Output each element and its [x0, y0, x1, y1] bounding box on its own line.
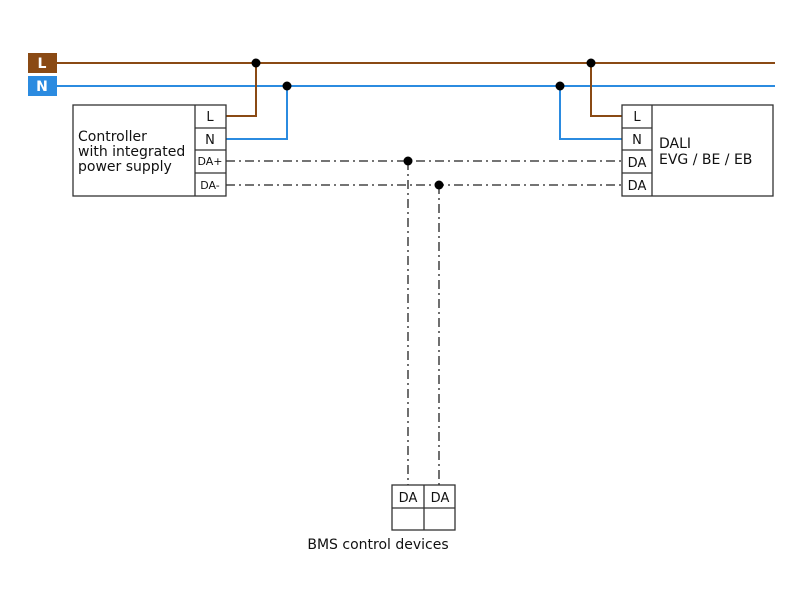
n-rail-tag-bg — [28, 76, 57, 96]
dali-n-drop — [559, 86, 622, 140]
dali-terminal-da-2: DA — [628, 179, 647, 194]
controller-l-drop — [226, 63, 257, 117]
bms-terminal-da-1: DA — [399, 491, 418, 506]
controller-name-line-3: power supply — [78, 159, 172, 175]
controller-device: Controller with integrated power supply … — [72, 104, 227, 197]
junction-dot-bus-2 — [434, 180, 444, 190]
bms-caption: BMS control devices — [307, 537, 448, 553]
dali-terminal-l: L — [633, 110, 641, 125]
junction-dot-n-controller — [282, 81, 292, 91]
dali-name-line-1: DALI — [659, 136, 691, 152]
dali-l-drop — [590, 63, 622, 117]
dali-name-line-2: EVG / BE / EB — [659, 152, 752, 168]
junction-dot-bus-1 — [403, 156, 413, 166]
dali-device: L N DA DA DALI EVG / BE / EB — [621, 104, 774, 197]
bms-terminal-da-2: DA — [431, 491, 450, 506]
controller-terminal-da-minus: DA- — [200, 179, 220, 192]
l-rail-tag-bg — [28, 53, 57, 73]
controller-n-drop — [226, 86, 288, 140]
junction-dot-l-dali — [586, 58, 596, 68]
bms-device: DA DA BMS control devices — [307, 484, 456, 553]
n-rail-tag: N — [28, 76, 57, 96]
dali-terminal-n: N — [632, 133, 642, 148]
controller-terminal-n: N — [205, 133, 215, 148]
dali-terminal-da-1: DA — [628, 156, 647, 171]
l-rail-label: L — [38, 56, 47, 72]
n-rail-label: N — [36, 79, 48, 95]
l-rail-tag: L — [28, 53, 57, 73]
controller-name-line-2: with integrated — [78, 144, 185, 160]
controller-terminal-da-plus: DA+ — [197, 155, 222, 168]
controller-name-line-1: Controller — [78, 129, 147, 145]
junction-dot-l-controller — [251, 58, 261, 68]
controller-terminal-l: L — [206, 110, 214, 125]
junction-dot-n-dali — [555, 81, 565, 91]
